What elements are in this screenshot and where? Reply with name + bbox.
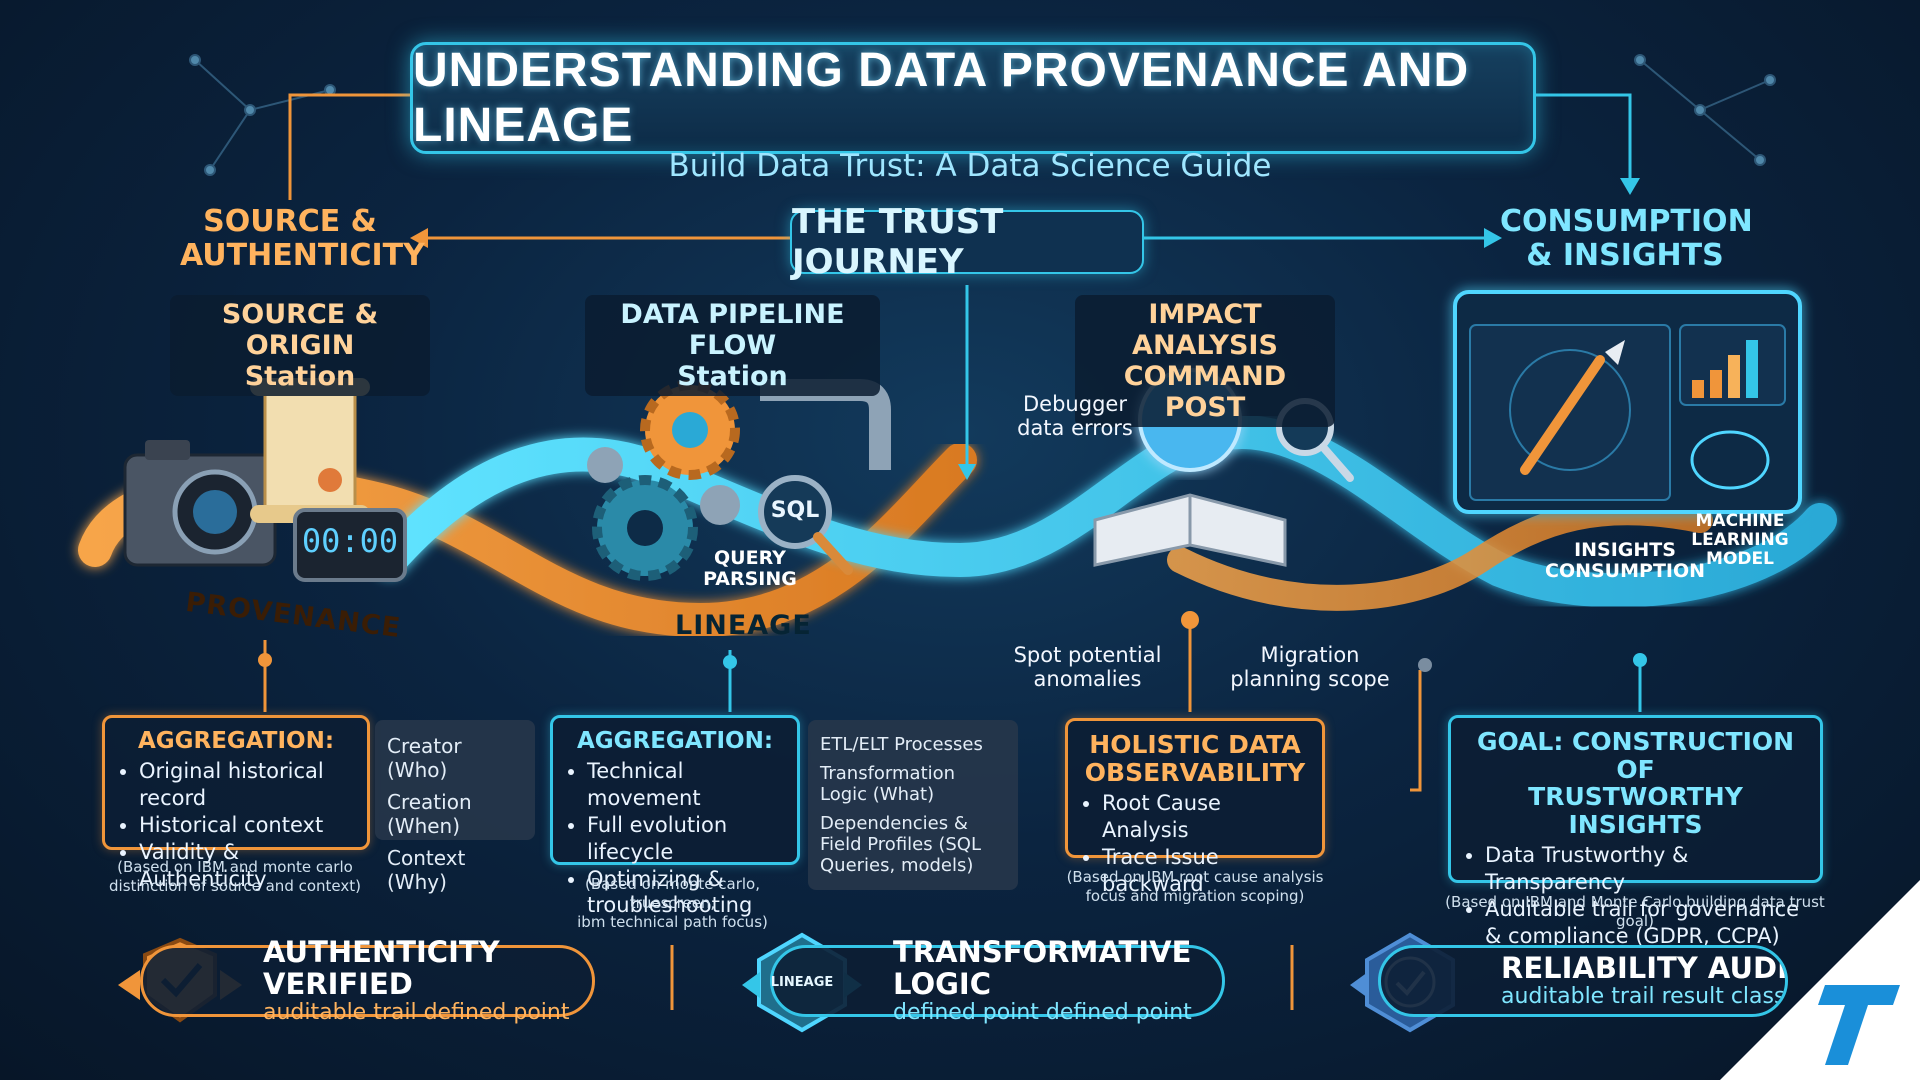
sql-magnifier-shape (758, 475, 853, 575)
shield-check-icon (140, 935, 220, 1025)
query-parsing-label: QUERY PARSING (703, 547, 797, 591)
camera-icon-shape (123, 440, 277, 567)
logo-corner (1720, 880, 1920, 1080)
transformative-logic-pill: TRANSFORMATIVE LOGIC defined point defin… (770, 936, 1225, 1024)
lineage-source-note: (Based on monte carlo, truescreen, ibm t… (577, 875, 768, 931)
observability-source-note: (Based on IBM root cause analysis focus … (1066, 868, 1324, 905)
lineage-aggregation-box: AGGREGATION: Technical movement Full evo… (550, 715, 800, 917)
clock-icon: 00:00 (301, 522, 399, 560)
logo-mark (1818, 985, 1900, 1065)
observability-box: HOLISTIC DATA OBSERVABILITY Root Cause A… (1065, 718, 1325, 896)
migration-label: Migration planning scope (1230, 643, 1390, 692)
observability-list: Root Cause Analysis Trace Issue backward (1082, 790, 1308, 898)
lineage-ribbon-label: LINEAGE (675, 610, 812, 641)
provenance-source-note: (Based on IBM and monte carlo distinctio… (109, 858, 361, 895)
lineage-aggregation-list: Technical movement Full evolution lifecy… (567, 758, 783, 919)
insights-consumption-label: INSIGHTS CONSUMPTION (1545, 539, 1706, 583)
provenance-aggregation-list: Original historical record Historical co… (119, 758, 353, 892)
lineage-process-panel: ETL/ELT Processes Transformation Logic (… (808, 720, 1018, 890)
provenance-aggregation-box: AGGREGATION: Original historical record … (102, 715, 370, 891)
gears-icon-shape (587, 379, 891, 581)
trustworthy-insights-list: Data Trustworthy & Transparency Auditabl… (1465, 842, 1806, 950)
network-decoration (189, 54, 1776, 176)
scroll-icon-shape (250, 378, 370, 523)
authenticity-verified-pill: AUTHENTICITY VERIFIED auditable trail de… (140, 936, 595, 1024)
trustworthy-insights-box: GOAL: CONSTRUCTION OF TRUSTWORTHY INSIGH… (1448, 715, 1823, 948)
source-origin-station: SOURCE & ORIGIN Station (170, 295, 430, 397)
insights-source-note: (Based on IBM and Monte Carlo building d… (1445, 893, 1825, 930)
journey-arrows (288, 93, 1640, 248)
dashboard-monitor-shape (1453, 290, 1802, 514)
title-banner: UNDERSTANDING DATA PROVENANCE AND LINEAG… (410, 42, 1536, 154)
page-title: UNDERSTANDING DATA PROVENANCE AND LINEAG… (413, 44, 1470, 152)
box-connectors (258, 285, 1647, 792)
pipeline-flow-station: DATA PIPELINE FLOW Station (585, 295, 880, 397)
impact-analysis-station: IMPACT ANALYSIS COMMAND POST (1075, 295, 1335, 428)
reliability-auditing-pill: RELIABILITY AUDITING auditable trail res… (1378, 945, 1788, 1017)
debugger-label: Debugger data errors (1017, 392, 1133, 441)
trust-journey-badge: THE TRUST JOURNEY (790, 202, 1144, 282)
anomalies-label: Spot potential anomalies (1013, 643, 1162, 692)
ml-model-label: MACHINE LEARNING MODEL (1691, 511, 1789, 570)
clock-icon-shape (293, 508, 407, 582)
page-subtitle: Build Data Trust: A Data Science Guide (668, 148, 1272, 184)
source-authenticity-header: SOURCE & AUTHENTICITY (180, 204, 425, 273)
lineage-badge-icon: LINEAGE (770, 975, 834, 990)
provenance-context-panel: Creator (Who) Creation (When) Context (W… (375, 720, 535, 894)
consumption-insights-header: CONSUMPTION & INSIGHTS (1500, 204, 1753, 273)
sql-icon: SQL (770, 498, 820, 523)
globe-check-icon (1367, 935, 1453, 1030)
